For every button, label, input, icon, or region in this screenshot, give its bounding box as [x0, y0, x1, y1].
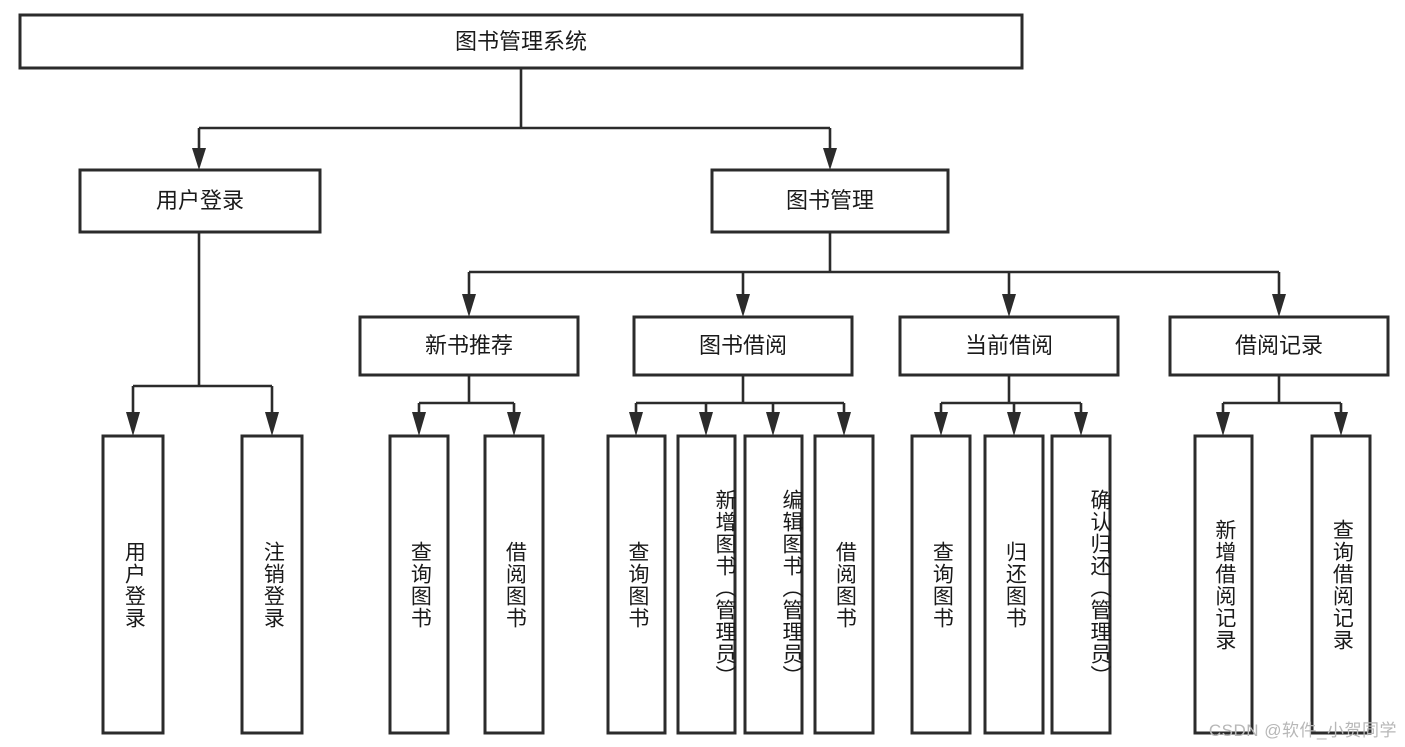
node-current-borrow-rect[interactable] — [898, 315, 1120, 377]
node-leaf-return-book-rect[interactable] — [983, 434, 1045, 735]
arrow-head-user-login — [192, 148, 206, 170]
node-current-borrow-label: 当前借阅 — [965, 333, 1053, 358]
node-current-borrow[interactable]: 当前借阅 — [898, 315, 1120, 377]
connector-group-borrow-record — [1216, 375, 1348, 436]
node-root-label: 图书管理系统 — [455, 29, 587, 54]
connector-group-book-borrow — [629, 375, 851, 436]
node-leaf-confirm-return-admin-rect[interactable] — [1050, 434, 1112, 735]
node-user-login-rect[interactable] — [78, 168, 322, 234]
arrow-head-current-borrow — [1002, 294, 1016, 317]
leaf-boxes — [101, 434, 1372, 735]
csdn-watermark: CSDN @软件_小贺同学 — [1208, 721, 1397, 740]
arrow-head-borrow-record — [1272, 294, 1286, 317]
node-book-management[interactable]: 图书管理 — [710, 168, 950, 234]
arrow-head-book-management — [823, 148, 837, 170]
node-book-borrow-label: 图书借阅 — [699, 333, 787, 358]
arrow-head-leaf-query-borrow-record — [1334, 412, 1348, 436]
node-new-book-recommend-rect[interactable] — [358, 315, 580, 377]
arrow-head-leaf-logout-login — [265, 412, 279, 436]
node-user-login[interactable]: 用户登录 — [78, 168, 322, 234]
arrow-head-book-borrow — [736, 294, 750, 317]
arrow-head-leaf-borrow-book-1 — [507, 412, 521, 436]
node-leaf-query-book-1-rect[interactable] — [388, 434, 450, 735]
node-root[interactable]: 图书管理系统 — [18, 13, 1024, 70]
connector-group-root — [192, 68, 837, 170]
node-leaf-query-borrow-record-rect[interactable] — [1310, 434, 1372, 735]
arrow-head-leaf-return-book — [1007, 412, 1021, 436]
arrow-head-leaf-query-book-1 — [412, 412, 426, 436]
node-leaf-logout-login-rect[interactable] — [240, 434, 304, 735]
node-leaf-add-book-admin-rect[interactable] — [676, 434, 737, 735]
arrow-head-new-book-recommend — [462, 294, 476, 317]
arrow-head-leaf-query-book-2 — [629, 412, 643, 436]
node-user-login-label: 用户登录 — [156, 188, 244, 213]
arrow-head-leaf-add-borrow-record — [1216, 412, 1230, 436]
node-leaf-edit-book-admin-rect[interactable] — [743, 434, 804, 735]
node-leaf-borrow-book-2-rect[interactable] — [813, 434, 875, 735]
node-root-rect[interactable] — [18, 13, 1024, 70]
node-book-borrow-rect[interactable] — [632, 315, 854, 377]
node-borrow-record-rect[interactable] — [1168, 315, 1390, 377]
arrow-head-leaf-confirm-return-admin — [1074, 412, 1088, 436]
connector-group-current-borrow — [934, 375, 1088, 436]
node-leaf-query-book-3-rect[interactable] — [910, 434, 972, 735]
node-book-borrow[interactable]: 图书借阅 — [632, 315, 854, 377]
arrow-head-leaf-add-book-admin — [699, 412, 713, 436]
node-borrow-record-label: 借阅记录 — [1235, 333, 1323, 358]
arrow-head-leaf-query-book-3 — [934, 412, 948, 436]
connector-group-new-book-recommend — [412, 375, 521, 436]
arrow-head-leaf-user-login — [126, 412, 140, 436]
node-leaf-query-book-2-rect[interactable] — [606, 434, 667, 735]
arrow-head-leaf-borrow-book-2 — [837, 412, 851, 436]
node-leaf-borrow-book-1-rect[interactable] — [483, 434, 545, 735]
node-leaf-add-borrow-record-rect[interactable] — [1193, 434, 1254, 735]
node-new-book-recommend[interactable]: 新书推荐 — [358, 315, 580, 377]
arrow-head-leaf-edit-book-admin — [766, 412, 780, 436]
node-borrow-record[interactable]: 借阅记录 — [1168, 315, 1390, 377]
node-book-management-label: 图书管理 — [786, 188, 874, 213]
connector-group-user-login — [126, 232, 279, 436]
node-new-book-recommend-label: 新书推荐 — [425, 333, 513, 358]
node-book-management-rect[interactable] — [710, 168, 950, 234]
node-leaf-user-login-rect[interactable] — [101, 434, 165, 735]
connector-group-book-management — [462, 232, 1286, 317]
